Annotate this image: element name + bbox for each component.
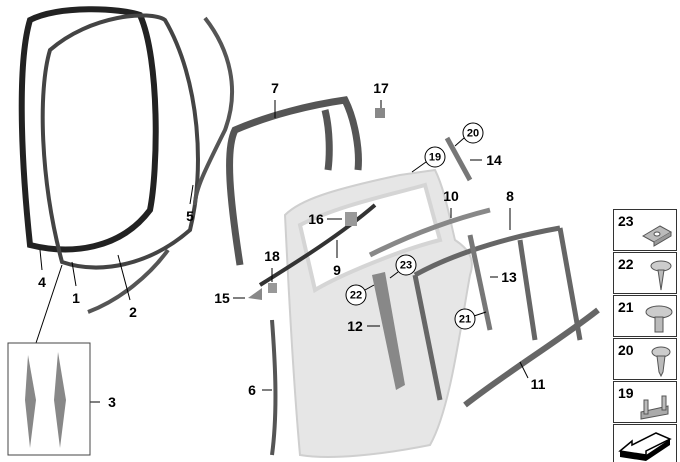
part-label-10: 10 bbox=[443, 188, 459, 204]
legend-number: 23 bbox=[618, 213, 634, 229]
screw-icon bbox=[651, 346, 671, 377]
legend-item-direction bbox=[613, 424, 677, 462]
part-label-3: 3 bbox=[108, 394, 116, 410]
circled-label-20: 20 bbox=[462, 122, 484, 144]
legend-item-19: 19 bbox=[613, 381, 677, 423]
part-label-13: 13 bbox=[501, 269, 517, 285]
bracket-clip-icon bbox=[640, 395, 669, 420]
part-label-17: 17 bbox=[373, 80, 389, 96]
strip-11 bbox=[463, 307, 600, 408]
frame-8 bbox=[412, 225, 583, 401]
legend-number: 22 bbox=[618, 256, 634, 272]
clip-17 bbox=[375, 108, 385, 118]
part-label-12: 12 bbox=[347, 318, 363, 334]
flange-screw-icon bbox=[645, 305, 673, 333]
trim-12 bbox=[372, 272, 405, 390]
part-label-2: 2 bbox=[129, 304, 137, 320]
circled-label-21: 21 bbox=[454, 308, 476, 330]
screw-icon bbox=[650, 260, 672, 291]
circled-label-23: 23 bbox=[395, 254, 417, 276]
strip-9 bbox=[258, 203, 377, 287]
legend-item-22: 22 bbox=[613, 252, 677, 294]
part-label-16: 16 bbox=[308, 211, 324, 227]
clip-18 bbox=[268, 283, 277, 293]
seal-strip-5 bbox=[193, 16, 235, 206]
part-label-5: 5 bbox=[186, 208, 194, 224]
part-label-6: 6 bbox=[248, 382, 256, 398]
strip-10 bbox=[368, 207, 491, 258]
legend-number: 21 bbox=[618, 299, 634, 315]
legend-number: 20 bbox=[618, 342, 634, 358]
direction-arrow-icon bbox=[618, 432, 672, 461]
clip-nut-icon bbox=[641, 225, 673, 247]
part-label-18: 18 bbox=[264, 248, 280, 264]
part-label-14: 14 bbox=[486, 152, 502, 168]
legend-item-21: 21 bbox=[613, 295, 677, 337]
seal-strip-2 bbox=[87, 248, 170, 314]
part-label-1: 1 bbox=[72, 290, 80, 306]
part-label-15: 15 bbox=[214, 290, 230, 306]
seal-6 bbox=[270, 319, 278, 456]
cap-15 bbox=[248, 288, 262, 300]
detail-box-3 bbox=[7, 342, 91, 456]
clip-16 bbox=[345, 212, 357, 226]
legend-item-23: 23 bbox=[613, 209, 677, 251]
strip-14 bbox=[444, 136, 473, 182]
channel-13 bbox=[467, 234, 493, 331]
part-label-7: 7 bbox=[271, 80, 279, 96]
door-window-opening bbox=[297, 182, 443, 294]
part-label-11: 11 bbox=[530, 376, 546, 392]
circled-label-22: 22 bbox=[345, 284, 367, 306]
legend-number: 19 bbox=[618, 385, 634, 401]
legend-item-20: 20 bbox=[613, 338, 677, 380]
circled-label-19: 19 bbox=[424, 146, 446, 168]
part-label-8: 8 bbox=[506, 188, 514, 204]
fastener-legend: 23 22 21 20 19 bbox=[613, 209, 677, 462]
door-seal-1 bbox=[40, 13, 200, 270]
part-label-4: 4 bbox=[38, 274, 46, 290]
part-label-9: 9 bbox=[333, 262, 341, 278]
